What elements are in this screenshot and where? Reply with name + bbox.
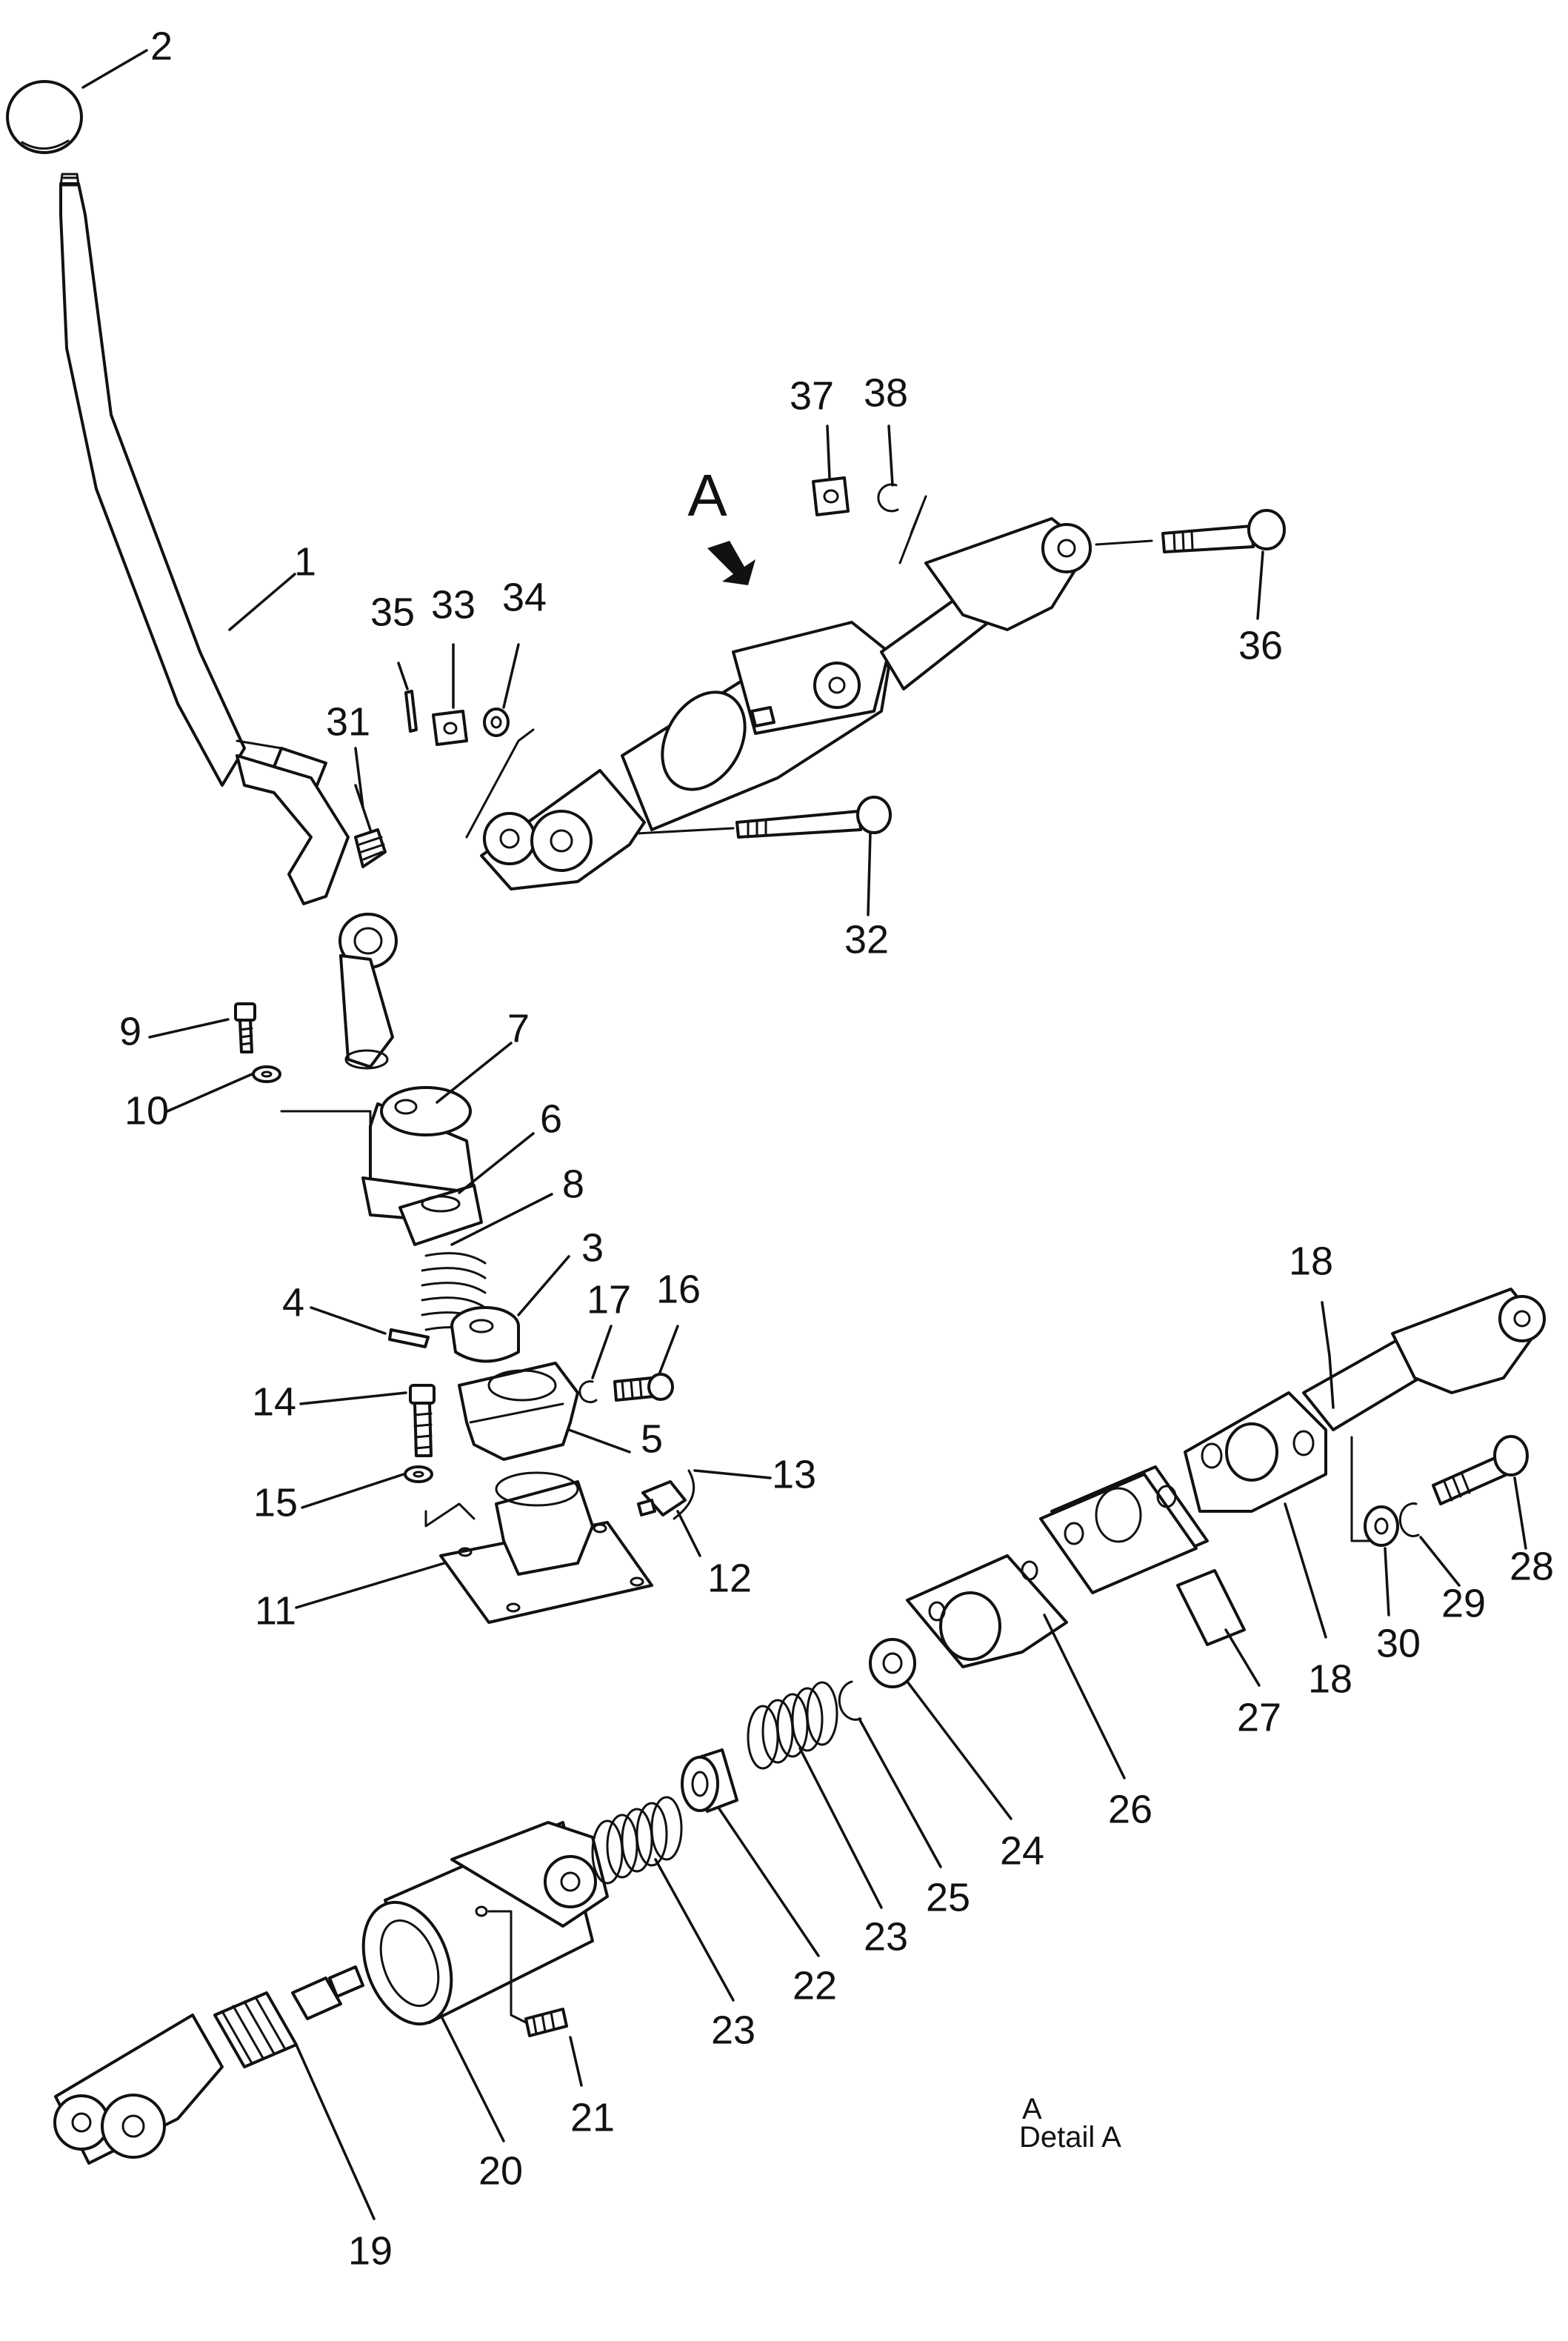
callout-21: 21 [570,2095,615,2139]
callout-31: 31 [326,699,370,744]
callout-32: 32 [844,917,889,962]
callout-4: 4 [282,1280,304,1325]
housing-5 [458,1362,579,1461]
callout-24: 24 [1000,1828,1044,1873]
ring-17 [578,1380,598,1404]
rod-end-19 [53,1965,364,2165]
cap-26 [906,1554,1068,1668]
callout-12: 12 [707,1556,752,1600]
seat-6 [398,1184,483,1246]
callout-22: 22 [793,1963,837,2008]
washer-10 [252,1065,281,1083]
callout-25: 25 [926,1875,970,1919]
callout-8: 8 [562,1162,584,1206]
collar-24 [869,1638,916,1688]
callout-7: 7 [507,1006,530,1050]
callout-36: 36 [1238,623,1283,667]
callout-28: 28 [1509,1544,1554,1588]
detail-a-line1: A [1022,2093,1042,2125]
boot-7 [280,1086,476,1224]
bolt-16 [613,1373,674,1402]
shaft-18 [1184,1288,1546,1542]
callout-23-lower: 23 [711,2008,755,2052]
callout-5: 5 [641,1416,663,1461]
callout-23-upper: 23 [864,1914,908,1959]
spring-23-upper [747,1681,838,1770]
callout-numbers: 2 1 31 35 33 34 37 38 A 36 32 9 10 7 6 8… [119,24,1554,2273]
bolt-36 [1095,509,1286,553]
callout-27: 27 [1237,1695,1281,1739]
collar-3 [450,1306,520,1363]
callout-37: 37 [790,373,834,418]
callout-17: 17 [587,1277,631,1322]
knob [6,80,83,154]
bolt-32 [635,796,892,839]
bolt-9 [234,1002,256,1053]
washer-29 [1398,1502,1420,1538]
base-plate-11 [424,1471,653,1624]
callout-10: 10 [124,1088,169,1133]
nut-37 [812,476,850,516]
callout-29: 29 [1441,1581,1486,1625]
washer-15 [404,1465,433,1483]
washer-34 [483,707,510,737]
spring-8 [421,1252,487,1339]
callout-13: 13 [772,1452,816,1496]
callout-1: 1 [294,539,316,584]
spacer-22 [681,1748,738,1813]
callout-33: 33 [431,582,476,627]
callout-19: 19 [348,2228,393,2273]
leader-lines [81,49,1527,2220]
pin-4 [388,1328,430,1348]
bolt-28 [1432,1435,1529,1505]
callout-16: 16 [656,1267,701,1311]
callout-18-bottom: 18 [1308,1656,1352,1701]
callout-20: 20 [478,2148,523,2193]
callout-6: 6 [540,1096,562,1141]
gasket-27 [1039,1465,1246,1646]
shift-lever [59,173,398,1070]
callout-26: 26 [1108,1787,1152,1831]
callout-9: 9 [119,1009,141,1053]
bolt-14 [409,1384,436,1457]
washer-38 [877,483,899,513]
callout-15: 15 [253,1480,298,1525]
snap-ring-25 [838,1680,862,1721]
callout-14: 14 [252,1379,296,1424]
view-marker: A [687,462,727,528]
spring-23-lower [591,1796,683,1885]
callout-11: 11 [255,1588,296,1633]
pin-35 [404,690,418,733]
callout-18-top: 18 [1289,1239,1333,1283]
view-arrow-a [707,541,755,585]
grease-fitting-21 [487,1910,568,2037]
callout-3: 3 [581,1225,604,1270]
callout-34: 34 [502,575,547,619]
upper-linkage-assembly [480,495,1092,890]
nut-33 [432,710,468,746]
callout-35: 35 [370,590,415,634]
plug-12 [637,1469,695,1520]
callout-38: 38 [864,370,908,415]
detail-a-caption: A Detail A [1019,2093,1121,2154]
leader-33-34 [465,728,535,839]
detail-a-line2: Detail A [1019,2121,1121,2154]
grease-fitting-31 [354,784,387,868]
callout-30: 30 [1376,1621,1421,1665]
washer-30 [1364,1505,1399,1547]
cylinder-tube-20 [361,1821,609,2026]
callout-2: 2 [150,24,173,68]
